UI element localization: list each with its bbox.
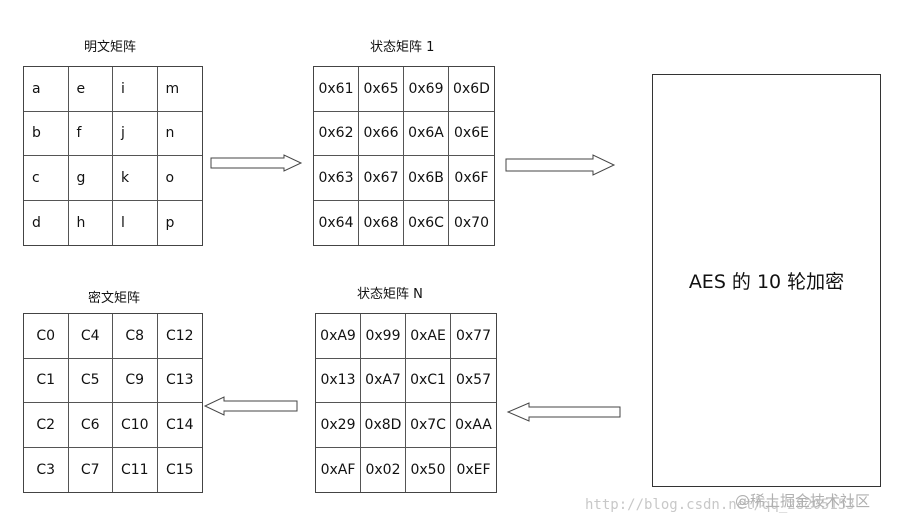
plaintext-cell: f [68,111,113,156]
ciphertext-cell: C14 [157,403,202,448]
ciphertext-cell: C12 [157,314,202,359]
stateN-cell: 0x02 [361,447,406,492]
arrow-state1-to-aes [505,154,616,176]
plaintext-cell: b [24,111,69,156]
ciphertext-cell: C9 [113,358,158,403]
stateN-cell: 0x8D [361,403,406,448]
plaintext-cell: g [68,156,113,201]
state1-cell: 0x62 [314,111,359,156]
ciphertext-cell: C5 [68,358,113,403]
stateN-cell: 0xEF [456,461,491,478]
stateN-cell: 0xAE [406,314,451,359]
ciphertext-cell: C13 [157,359,202,403]
aes-rounds-box: AES 的 10 轮加密 [652,74,881,487]
plaintext-cell: l [113,200,158,245]
stateN-cell: 0xAA [451,403,496,448]
state1-cell: 0x61 [314,67,359,112]
state1-title: 状态矩阵 1 [370,40,435,55]
aes-rounds-label: AES 的 10 轮加密 [688,271,845,293]
ciphertext-cell: C11 [113,447,158,492]
ciphertext-cell: C1 [24,358,69,403]
plaintext-cell: e [68,67,113,112]
ciphertext-cell: C15 [165,461,194,478]
ciphertext-cell: C6 [68,403,113,448]
ciphertext-title: 密文矩阵 [88,291,141,306]
plaintext-cell: m [157,67,202,112]
state1-cell: 0x70 [453,214,489,231]
plaintext-cell: d [24,200,69,245]
stateN-cell: 0x13 [316,358,361,403]
state1-cell: 0x68 [359,200,404,245]
stateN-cell: 0xA9 [316,314,361,359]
arrow-stateN-to-ciphertext [203,396,298,416]
plaintext-cell: h [69,200,113,245]
stateN-cell: 0x57 [451,359,496,403]
state1-cell: 0x67 [359,156,404,201]
arrow-plaintext-to-state1 [210,154,303,172]
watermark-url: http://blog.csdn.net/qq_28205153 [585,497,855,513]
ciphertext-cell: C10 [113,403,158,448]
state1-cell: 0x6C [404,200,449,245]
stateN-cell: 0xAF [316,447,361,492]
watermark-site: @稀土掘金技术社区 [735,492,871,510]
state1-cell: 0x6A [404,111,449,156]
state1-cell: 0x6F [449,156,494,201]
plaintext-cell: a [24,67,69,112]
state1-cell: 0x64 [314,200,359,245]
stateN-cell: 0x77 [451,314,496,359]
stateN-cell: 0xC1 [406,358,451,403]
ciphertext-cell: C3 [24,447,69,492]
ciphertext-cell: C0 [24,314,69,359]
plaintext-cell: j [113,111,158,156]
state1-cell: 0x65 [359,67,404,112]
state1-cell: 0x69 [404,67,449,112]
state1-cell: 0x6B [404,156,449,201]
plaintext-cell: k [113,156,158,201]
ciphertext-cell: C2 [24,403,69,448]
ciphertext-cell: C8 [113,314,158,359]
ciphertext-cell: C7 [69,447,113,492]
ciphertext-cell: C4 [68,314,113,359]
state1-cell: 0x66 [359,111,404,156]
stateN-cell: 0x50 [406,447,451,492]
arrow-aes-to-stateN [506,402,621,422]
stateN-title: 状态矩阵 N [357,287,423,302]
plaintext-cell: p [165,214,175,231]
plaintext-title: 明文矩阵 [84,40,137,55]
state1-cell: 0x6E [449,112,494,156]
stateN-cell: 0x7C [406,403,451,448]
state1-cell: 0x63 [314,156,359,201]
plaintext-cell: o [157,156,202,201]
plaintext-cell: i [113,67,158,112]
stateN-cell: 0x99 [361,314,406,359]
plaintext-cell: n [157,112,202,156]
stateN-cell: 0xA7 [361,358,406,403]
plaintext-cell: c [24,156,69,201]
state1-cell: 0x6D [449,67,494,112]
stateN-cell: 0x29 [316,403,361,448]
